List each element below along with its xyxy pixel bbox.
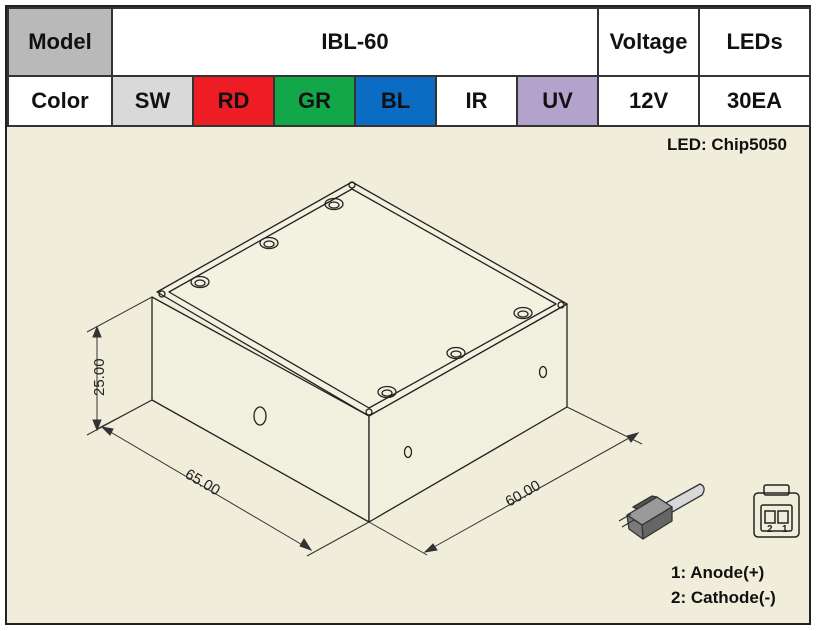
width-dimension: 60.00 [503, 477, 544, 510]
color-option-rd: RD [192, 75, 275, 127]
side-hole-left [253, 406, 267, 426]
voltage-value: 12V [597, 75, 701, 127]
corner-pin [348, 181, 356, 189]
isometric-drawing: 25.00 65.00 60.00 1 2 [86, 181, 800, 557]
color-option-uv: UV [515, 75, 600, 127]
product-spec-sheet: Model IBL-60 Voltage LEDs Color SW RD GR… [5, 5, 812, 625]
leds-label: LEDs [698, 7, 812, 77]
color-option-bl: BL [354, 75, 437, 127]
model-value: IBL-60 [110, 7, 600, 77]
color-option-ir: IR [435, 75, 518, 127]
box-top-inner-rim [168, 188, 557, 409]
voltage-label: Voltage [597, 7, 701, 77]
height-dimension: 25.00 [91, 358, 108, 396]
socket-pin-1: 1 [782, 524, 788, 535]
color-option-sw: SW [111, 75, 194, 127]
socket-pin-2: 2 [767, 524, 773, 535]
side-hole-right [538, 365, 548, 379]
model-label: Model [7, 7, 113, 77]
side-hole-right [403, 445, 413, 459]
corner-pin [557, 301, 565, 309]
leds-value: 30EA [698, 75, 812, 127]
corner-pin [365, 408, 373, 416]
pin-legend-anode: 1: Anode(+) [671, 563, 765, 582]
cable-plug-icon [618, 483, 705, 540]
color-label: Color [7, 75, 113, 127]
spec-table: Model IBL-60 Voltage LEDs Color SW RD GR… [7, 7, 812, 127]
pin-legend-cathode: 2: Cathode(-) [671, 588, 776, 607]
corner-pin [158, 290, 166, 298]
color-option-gr: GR [273, 75, 356, 127]
length-dimension: 65.00 [182, 466, 223, 499]
socket-face-icon [753, 484, 800, 538]
top-mounting-holes [190, 197, 533, 399]
led-type-label: LED: Chip5050 [667, 135, 787, 154]
